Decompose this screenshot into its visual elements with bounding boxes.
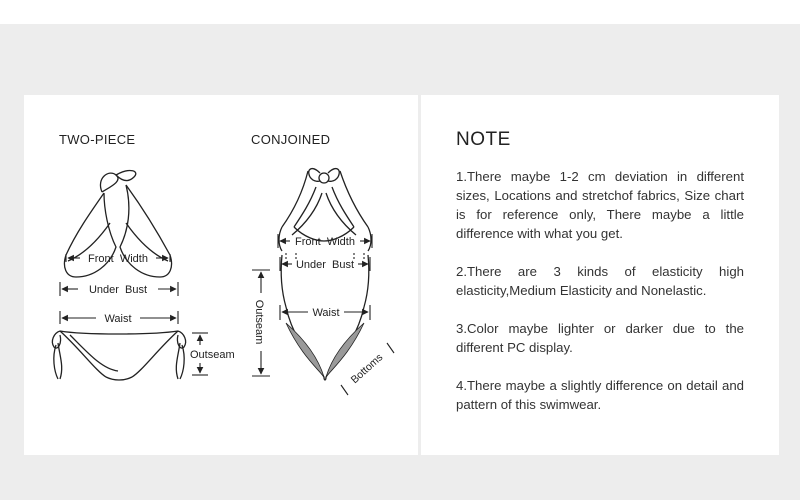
top-band — [0, 0, 800, 24]
note-panel: NOTE 1.There maybe 1-2 cm deviation in d… — [421, 95, 779, 455]
two-piece-front-width-label: Front Width — [88, 253, 148, 265]
conjoined-lining-left — [285, 322, 325, 378]
two-piece-outseam-label: Outseam — [190, 349, 235, 361]
size-diagram-panel: TWO-PIECE CONJOINED Front Width — [24, 95, 418, 455]
two-piece-bottom-illustration — [51, 330, 187, 381]
swimwear-diagram: Front Width Under Bust Waist — [51, 168, 395, 396]
note-title: NOTE — [456, 129, 511, 150]
conjoined-bottoms-dimension — [340, 342, 395, 396]
conjoined-outseam-label: Outseam — [253, 300, 265, 345]
two-piece-top-illustration — [63, 169, 173, 278]
conjoined-waist-dimension — [279, 305, 371, 320]
conjoined-front-width-dimension — [277, 234, 373, 248]
note-item-3: 3.Color maybe lighter or darker due to t… — [456, 321, 744, 355]
two-piece-front-width-dimension — [65, 254, 171, 262]
note-item-4: 4.There maybe a slightly difference on d… — [456, 378, 744, 412]
two-piece-waist-label: Waist — [104, 313, 131, 325]
two-piece-outseam-dimension — [192, 332, 208, 376]
conjoined-under-bust-dimension — [279, 253, 371, 271]
two-piece-waist-dimension — [59, 311, 179, 324]
note-item-2: 2.There are 3 kinds of elasticity high e… — [456, 264, 744, 298]
conjoined-bottoms-label: Bottoms — [349, 351, 386, 386]
conjoined-lining-right — [325, 322, 365, 378]
conjoined-illustration — [278, 168, 372, 381]
conjoined-under-bust-label: Under Bust — [296, 259, 354, 271]
two-piece-under-bust-label: Under Bust — [89, 284, 147, 296]
note-item-1: 1.There maybe 1-2 cm deviation in differ… — [456, 169, 744, 241]
conjoined-waist-label: Waist — [312, 307, 339, 319]
conjoined-front-width-label: Front Width — [295, 236, 355, 248]
conjoined-outseam-dimension — [252, 269, 270, 377]
conjoined-title: CONJOINED — [251, 132, 331, 147]
two-piece-title: TWO-PIECE — [59, 132, 136, 147]
two-piece-under-bust-dimension — [59, 282, 179, 296]
